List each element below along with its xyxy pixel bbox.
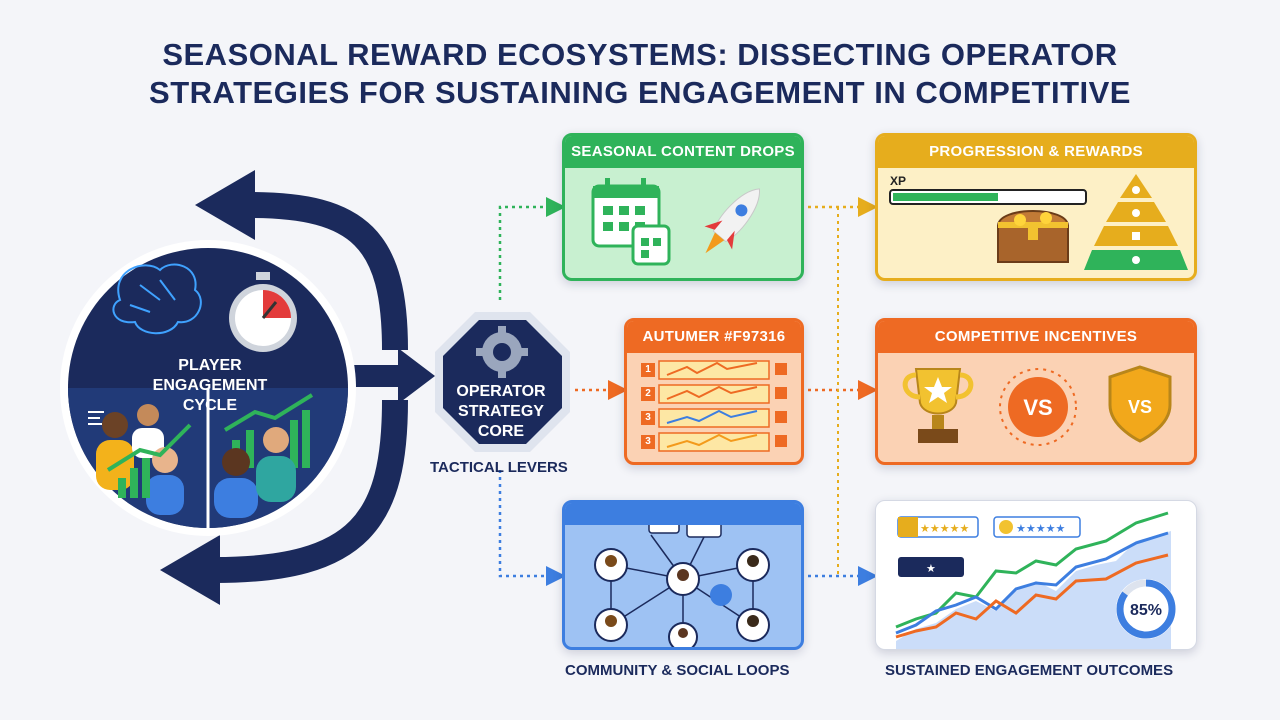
player-icon-5	[256, 427, 296, 502]
svg-text:★★★★★: ★★★★★	[1016, 522, 1065, 535]
tactical-levers-caption: TACTICAL LEVERS	[430, 459, 568, 476]
treasure-chest-icon	[996, 210, 1070, 263]
seasonal-content-title: SEASONAL CONTENT DROPS	[565, 136, 801, 168]
engagement-percent: 85%	[1130, 602, 1162, 619]
title-line-2: STRATEGIES FOR SUSTAINING ENGAGEMENT IN …	[149, 75, 1131, 110]
progression-rewards-card: PROGRESSION & REWARDS XP	[875, 133, 1197, 281]
rank-4: 3	[641, 435, 655, 449]
calendar-icon	[591, 178, 671, 266]
upper-arrowhead	[195, 170, 255, 240]
svg-text:★★★★★: ★★★★★	[920, 522, 969, 535]
rating-badge-2: ★★★★★	[993, 516, 1081, 538]
chat-bubble-icon-1	[648, 512, 680, 534]
rating-badge-3: ★	[898, 557, 964, 577]
social-network-graph	[594, 512, 770, 647]
rocket-icon	[704, 188, 760, 254]
autumer-title: AUTUMER #F97316	[627, 321, 801, 353]
brain-icon	[112, 263, 202, 335]
seasonal-content-card: SEASONAL CONTENT DROPS	[562, 133, 804, 281]
competitive-incentives-card: COMPETITIVE INCENTIVES VS VS	[875, 318, 1197, 465]
outcomes-chart: ★★★★★ ★★★★★ ★ 85%	[895, 511, 1176, 649]
rank-1: 1	[641, 363, 655, 377]
leaderboard-rows	[658, 360, 787, 452]
user-node-icons	[594, 548, 770, 647]
shield-icon	[1108, 365, 1172, 443]
seasonal-icons	[591, 178, 760, 266]
community-card	[562, 500, 804, 650]
player-icon-3	[146, 447, 184, 515]
growth-chart-left	[106, 423, 192, 498]
page-title: SEASONAL REWARD ECOSYSTEMS: DISSECTING O…	[0, 36, 1280, 112]
upper-cycle-arrow	[249, 192, 408, 351]
gear-icon	[476, 326, 528, 378]
vs-text-2: VS	[1128, 397, 1152, 417]
player-engagement-circle	[60, 240, 356, 536]
progression-icons	[889, 174, 1188, 270]
competitive-icons: VS VS	[902, 365, 1172, 446]
core-arrowhead	[398, 348, 435, 404]
outcomes-card: ★★★★★ ★★★★★ ★ 85%	[875, 500, 1197, 650]
progression-rewards-title: PROGRESSION & REWARDS	[878, 136, 1194, 168]
player-cycle-label: PLAYER ENGAGEMENT CYCLE	[152, 357, 268, 414]
player-icon-4	[214, 448, 258, 518]
lower-arrowhead	[160, 535, 220, 605]
xp-label: XP	[890, 174, 907, 188]
community-caption: COMMUNITY & SOCIAL LOOPS	[565, 662, 790, 679]
chat-bubble-icon-2	[686, 514, 722, 538]
community-card-header	[565, 503, 801, 525]
svg-text:★: ★	[926, 562, 936, 575]
trophy-icon	[902, 368, 974, 443]
rank-2: 2	[641, 387, 655, 401]
versus-sun-icon	[999, 368, 1077, 446]
autumer-card: AUTUMER #F97316 1 2 3 3	[624, 318, 804, 465]
share-icon	[710, 584, 732, 606]
rank-3: 3	[641, 411, 655, 425]
operator-core-octagon	[435, 312, 570, 452]
outcomes-caption: SUSTAINED ENGAGEMENT OUTCOMES	[885, 662, 1174, 679]
xp-progress-fill	[893, 193, 998, 201]
competitive-incentives-title: COMPETITIVE INCENTIVES	[878, 321, 1194, 353]
rating-badge-1: ★★★★★	[897, 516, 979, 538]
core-label: OPERATOR STRATEGY CORE	[456, 383, 546, 440]
title-line-1: SEASONAL REWARD ECOSYSTEMS: DISSECTING O…	[162, 37, 1118, 72]
stopwatch-icon	[229, 272, 297, 352]
lower-cycle-arrow	[214, 399, 408, 583]
vs-text-1: VS	[1023, 395, 1052, 420]
tier-pyramid-icon	[1084, 174, 1188, 270]
progress-ring	[1116, 579, 1176, 639]
